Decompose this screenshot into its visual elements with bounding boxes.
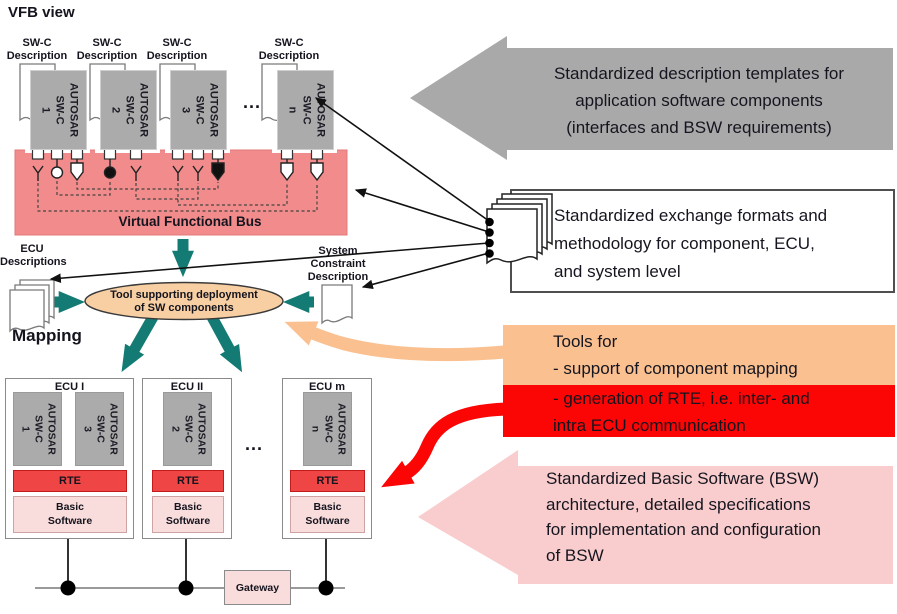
tools-rte-text: - generation of RTE, i.e. inter- and int… (553, 389, 810, 435)
basic-software-label: Basic Software (165, 501, 211, 527)
autosar-swc-label: AUTOSAR SW-C 2 (109, 82, 150, 138)
ecu-card-2: ECU II AUTOSAR SW-C 2 RTE Basic Software (142, 378, 232, 539)
rte-label: RTE (316, 475, 339, 487)
autosar-swc-label: AUTOSAR SW-C 3 (80, 403, 120, 455)
tools-rte-box: - generation of RTE, i.e. inter- and int… (503, 385, 895, 437)
ecu-title: ECU m (308, 381, 346, 393)
ecu-descriptions-label: ECU Descriptions (0, 243, 67, 269)
swc-description-label: SW-C Description (258, 37, 320, 63)
ecum-swc-box-n: AUTOSAR SW-C n (303, 392, 352, 466)
ecu-title: ECU I (54, 381, 85, 393)
ecu1-swc-box-1: AUTOSAR SW-C 1 (13, 392, 62, 466)
tool-ellipse-label: Tool supporting deployment of SW compone… (110, 289, 258, 315)
autosar-swc-box-2: AUTOSAR SW-C 2 (100, 70, 157, 150)
templates-callout-text: Standardized description templates for a… (553, 64, 845, 137)
rte-label: RTE (177, 475, 199, 487)
autosar-swc-label: AUTOSAR SW-C 3 (179, 82, 220, 138)
autosar-swc-box-n: AUTOSAR SW-C n (277, 70, 334, 150)
rte-bar: RTE (290, 470, 365, 492)
ecu-card-1: ECU I AUTOSAR SW-C 1 AUTOSAR SW-C 3 RTE … (5, 378, 134, 539)
rte-label: RTE (59, 475, 81, 487)
virtual-functional-bus-label: Virtual Functional Bus (118, 214, 262, 229)
rte-bar: RTE (13, 470, 127, 492)
bsw-callout-text: Standardized Basic Software (BSW) archit… (546, 469, 821, 565)
autosar-swc-label: AUTOSAR SW-C 1 (39, 82, 80, 138)
system-constraint-label: System Constraint Description (307, 245, 369, 284)
basic-software-label: Basic Software (47, 501, 93, 527)
ecu2-swc-box-2: AUTOSAR SW-C 2 (163, 392, 212, 466)
rte-bar: RTE (152, 470, 224, 492)
autosar-swc-label: AUTOSAR SW-C n (286, 82, 327, 138)
autosar-swc-label: AUTOSAR SW-C 2 (168, 403, 208, 455)
gateway-label: Gateway (235, 581, 280, 594)
exchange-formats-text: Standardized exchange formats and method… (554, 206, 828, 281)
swc-ellipsis: ... (242, 92, 261, 112)
basic-software-box: Basic Software (152, 496, 224, 533)
basic-software-box: Basic Software (13, 496, 127, 533)
autosar-swc-box-3: AUTOSAR SW-C 3 (170, 70, 227, 150)
autosar-swc-box-1: AUTOSAR SW-C 1 (30, 70, 87, 150)
mapping-title: Mapping (12, 326, 82, 345)
ecu-ellipsis: ... (244, 434, 263, 454)
basic-software-label: Basic Software (305, 501, 350, 527)
vfb-view-title: VFB view (8, 4, 75, 21)
exchange-formats-box: Standardized exchange formats and method… (510, 189, 895, 293)
tools-mapping-text: Tools for - support of component mapping (553, 332, 798, 378)
autosar-swc-label: AUTOSAR SW-C n (308, 403, 348, 455)
ecu-title: ECU II (170, 381, 204, 393)
tools-mapping-box: Tools for - support of component mapping (503, 325, 895, 385)
ecu1-swc-box-3: AUTOSAR SW-C 3 (75, 392, 124, 466)
ecu-card-m: ECU m AUTOSAR SW-C n RTE Basic Software (282, 378, 372, 539)
swc-description-label: SW-C Description (6, 37, 68, 63)
autosar-swc-label: AUTOSAR SW-C 1 (18, 403, 58, 455)
swc-description-label: SW-C Description (76, 37, 138, 63)
basic-software-box: Basic Software (290, 496, 365, 533)
gateway-box: Gateway (224, 570, 291, 605)
swc-description-label: SW-C Description (146, 37, 208, 63)
